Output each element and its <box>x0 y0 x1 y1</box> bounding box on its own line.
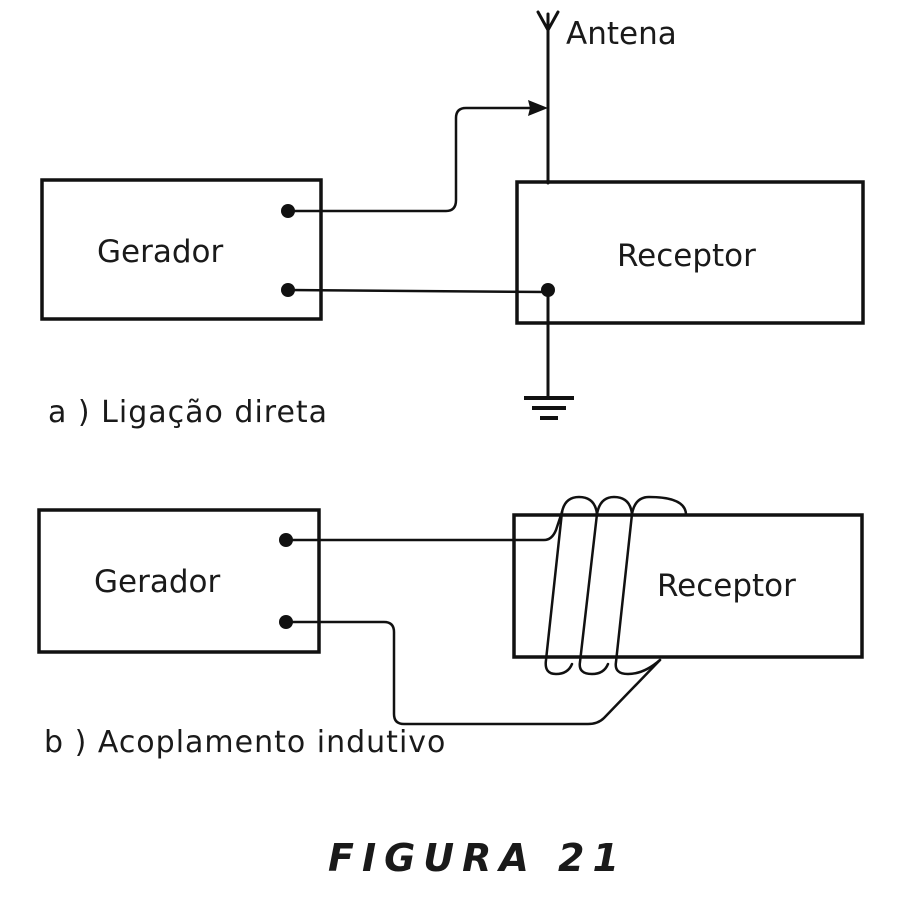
caption-a: a ) Ligação direta <box>48 395 328 430</box>
ground-wire-a <box>286 288 550 294</box>
generator-label-a: Gerador <box>97 234 223 270</box>
receiver-ground-terminal-a <box>541 283 555 297</box>
diagram-b: Gerador Receptor b ) Acoplamento indutiv… <box>37 495 864 760</box>
receiver-label-a: Receptor <box>617 238 756 274</box>
coupling-coil-icon <box>544 495 688 676</box>
receiver-box-b <box>512 513 864 659</box>
generator-box-b <box>37 508 321 654</box>
receiver-box-a <box>515 180 865 325</box>
receiver-label-b: Receptor <box>657 568 796 604</box>
arrow-head-icon <box>528 100 548 116</box>
coil-return-wire <box>284 620 662 726</box>
signal-wire-a <box>286 106 538 213</box>
coil-feed-wire-top <box>284 510 564 542</box>
generator-label-b: Gerador <box>94 564 220 600</box>
antenna-icon <box>536 10 560 185</box>
diagram-a: Antena Gerador Receptor a ) Ligação dire… <box>40 10 865 430</box>
caption-b: b ) Acoplamento indutivo <box>44 725 446 760</box>
generator-box-a <box>40 178 323 321</box>
figure-title: FIGURA 21 <box>328 836 627 880</box>
antenna-label: Antena <box>566 16 677 52</box>
ground-icon <box>524 396 574 420</box>
